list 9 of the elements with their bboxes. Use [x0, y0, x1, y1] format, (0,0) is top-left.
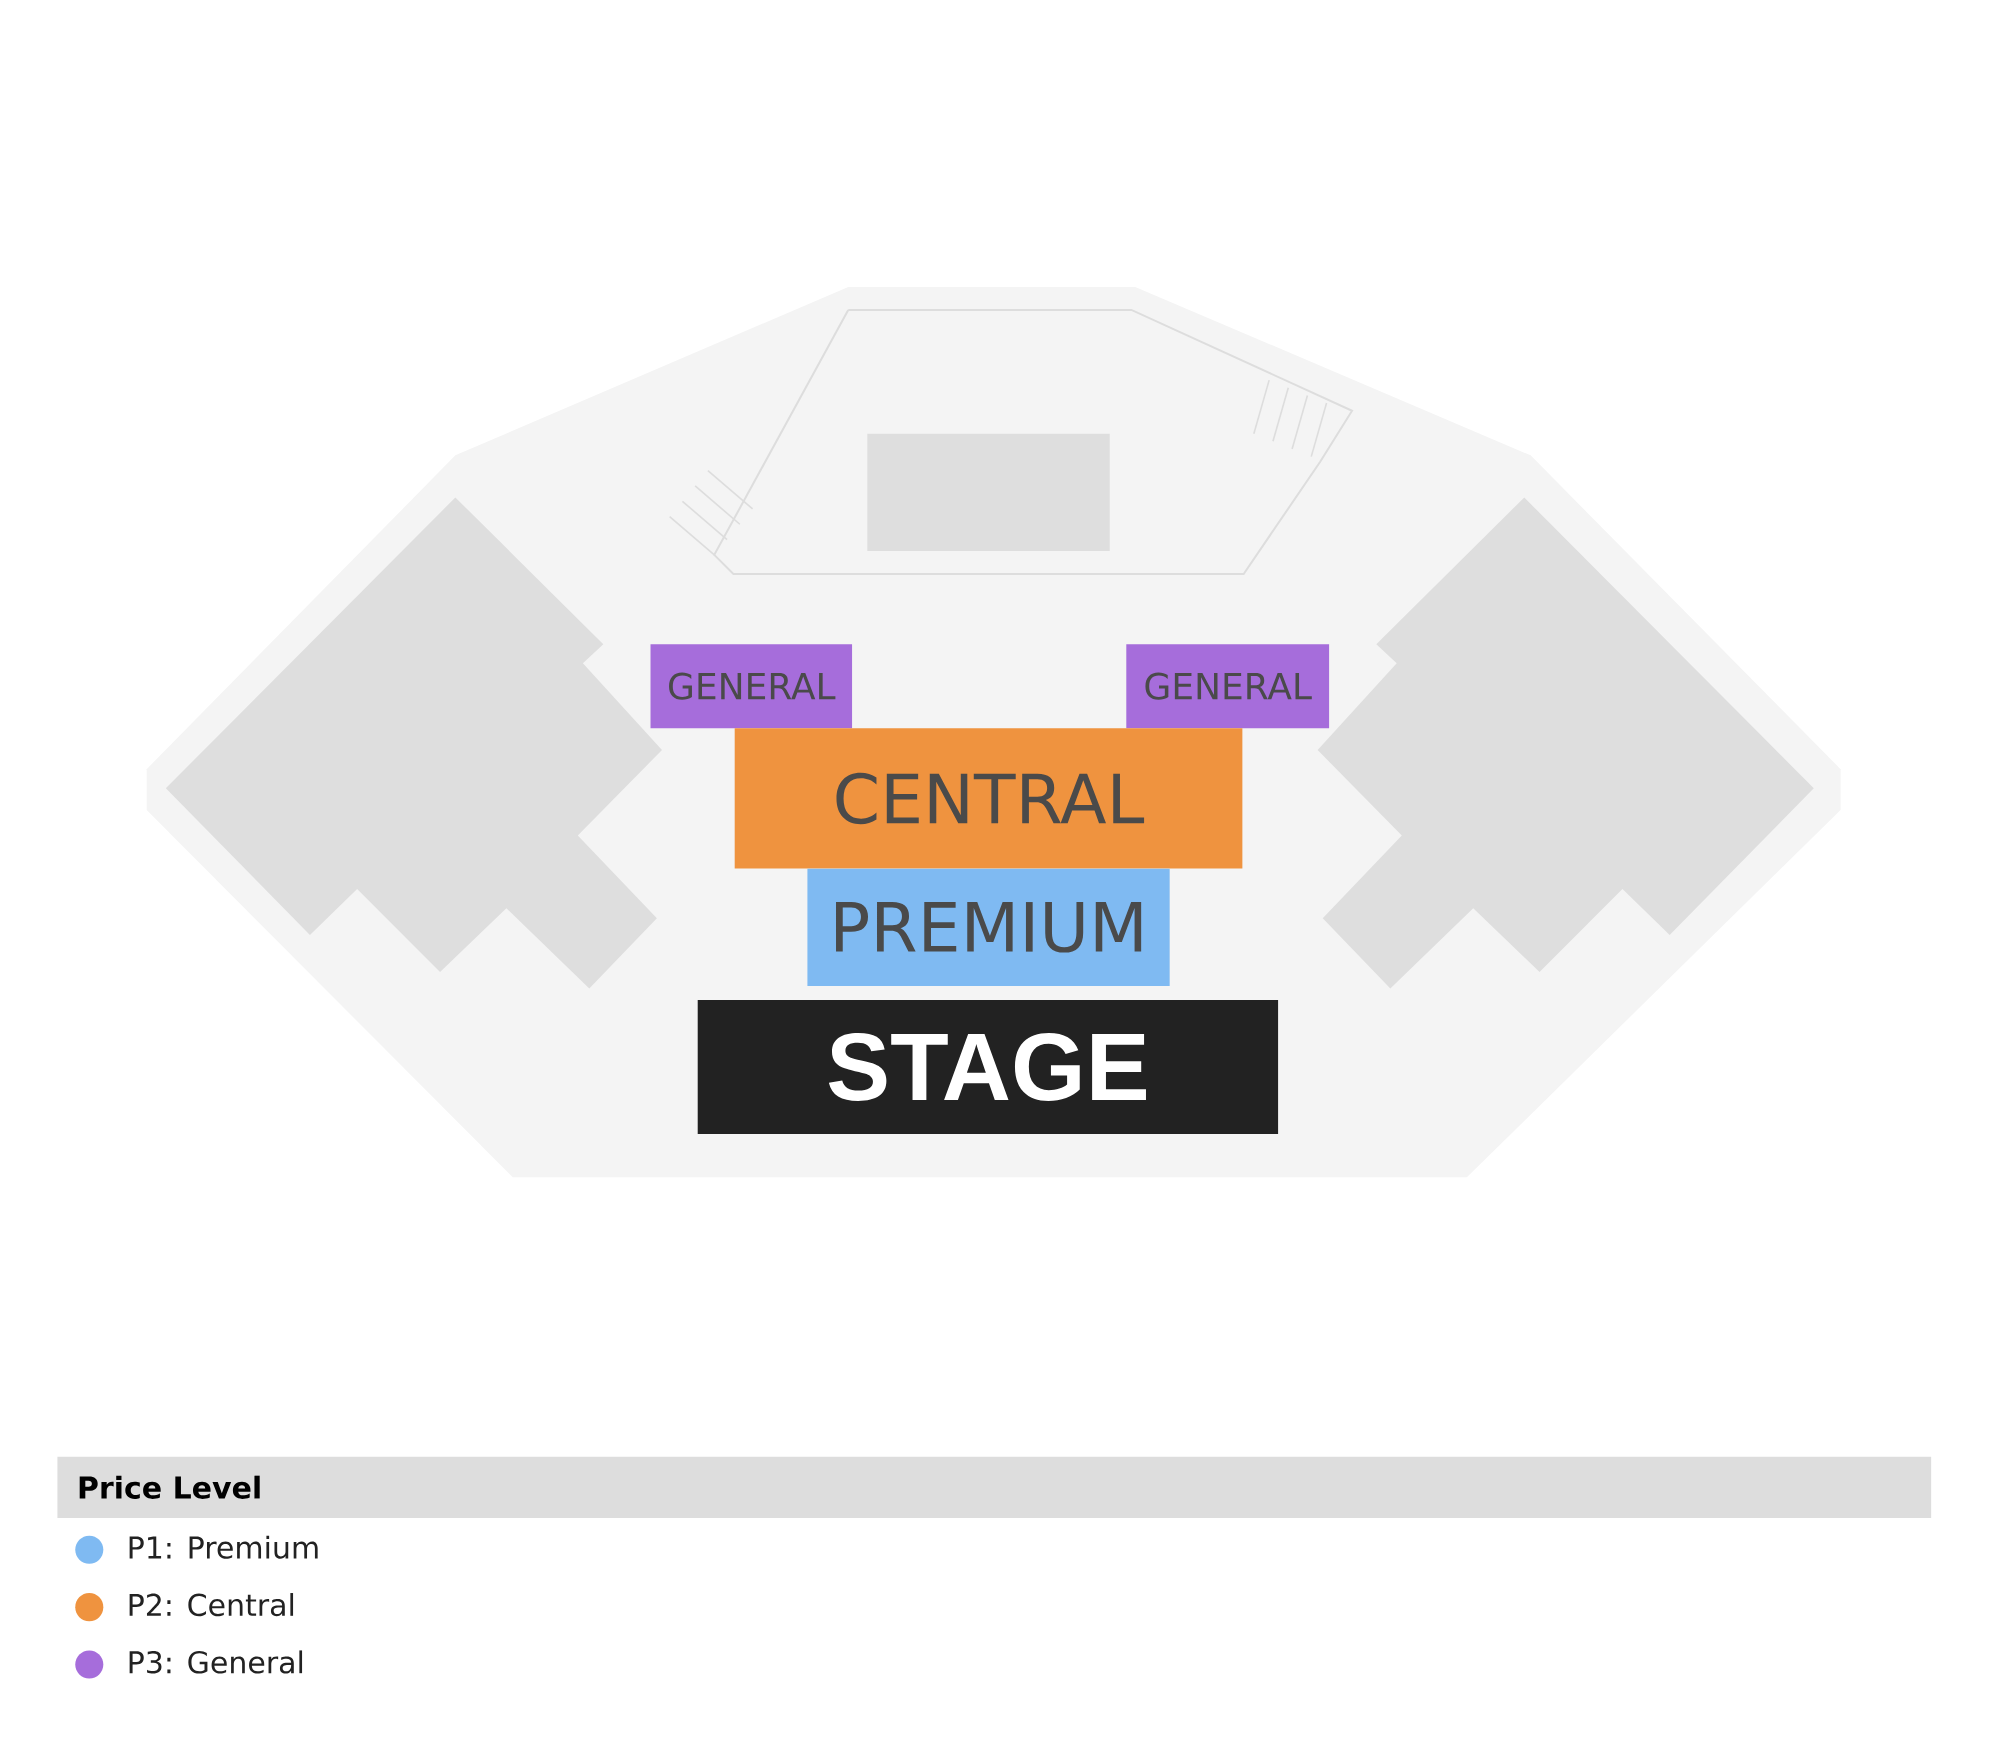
legend-label: P1: Premium: [129, 1535, 318, 1559]
seating-section: PREMIUM: [807, 868, 1170, 986]
seating-section: GENERAL: [1126, 644, 1330, 729]
legend-label: P3: General: [129, 1650, 303, 1674]
legend-header: Price Level: [57, 1456, 1932, 1518]
seating-section: GENERAL: [650, 644, 853, 729]
stage: STAGE: [697, 1000, 1279, 1134]
seating-section: CENTRAL: [734, 728, 1243, 869]
legend-label: P2: Central: [129, 1593, 294, 1617]
